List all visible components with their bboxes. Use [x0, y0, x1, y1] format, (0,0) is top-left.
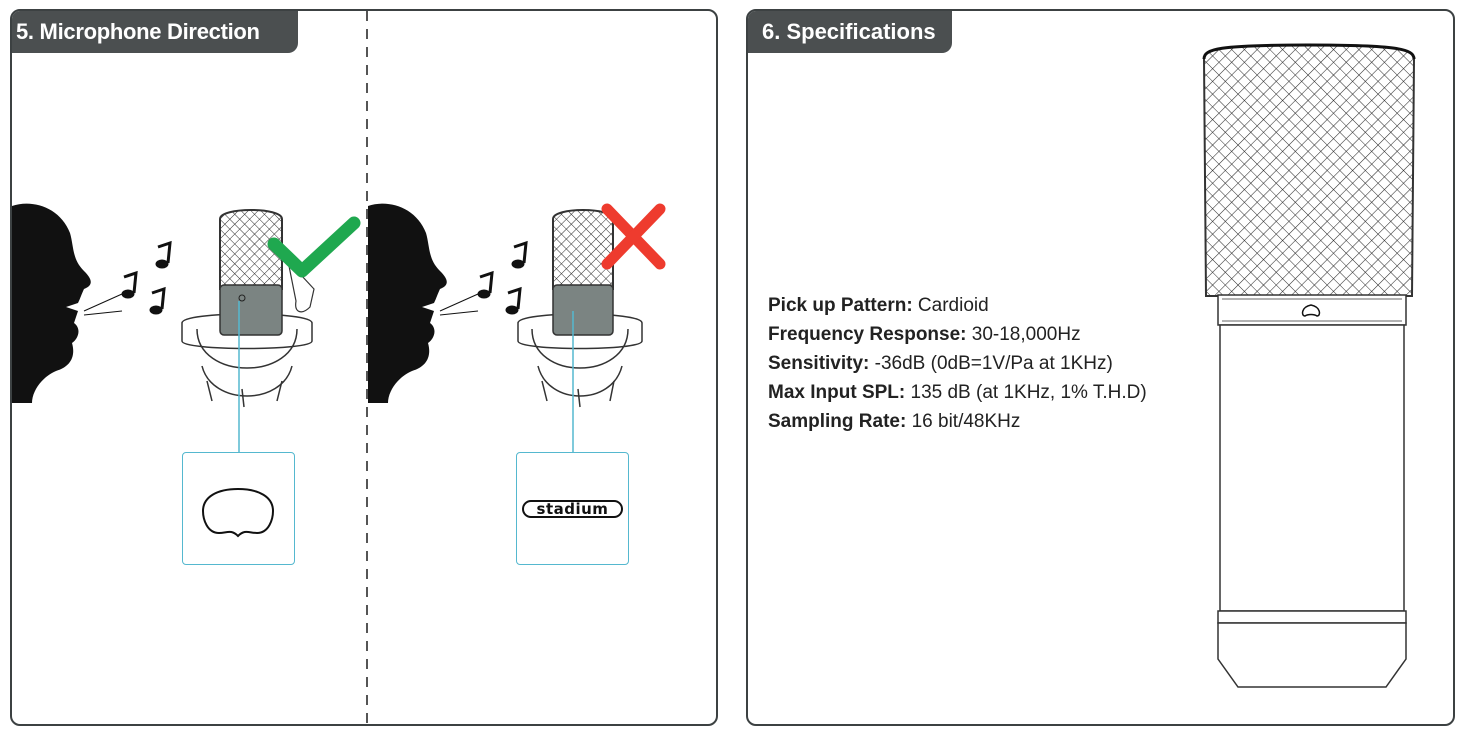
spec-sensitivity: Sensitivity: -36dB (0dB=1V/Pa at 1KHz): [768, 353, 1113, 374]
section-title-microphone-direction: 5. Microphone Direction: [12, 11, 298, 53]
spec-list: Pick up Pattern: Cardioid Frequency Resp…: [768, 291, 1147, 436]
sound-waves-icon: [83, 293, 123, 316]
spec-pickup-pattern: Pick up Pattern: Cardioid: [768, 295, 989, 316]
music-notes-icon: [121, 240, 172, 315]
head-silhouette-icon: [12, 203, 91, 403]
cross-icon: [601, 203, 666, 270]
microphone-direction-illustration: [12, 11, 666, 724]
specifications-panel: 6. Specifications Pick up Pattern: Cardi…: [746, 9, 1455, 726]
microphone-base: [1217, 622, 1407, 688]
head-silhouette-icon: [368, 203, 447, 403]
cardioid-pattern-box: [182, 452, 295, 565]
microphone-grille: [1202, 43, 1416, 297]
microphone-direction-panel: stadium 5. Microphone Direction: [10, 9, 718, 726]
shock-mount-icon: [181, 313, 313, 408]
spec-frequency-response: Frequency Response: 30-18,000Hz: [768, 324, 1081, 345]
stadium-logo: stadium: [522, 500, 623, 518]
spec-sampling-rate: Sampling Rate: 16 bit/48KHz: [768, 411, 1021, 432]
checkmark-icon: [267, 216, 361, 278]
microphone-body: [1219, 324, 1405, 612]
microphone-icon: [219, 209, 315, 336]
music-notes-icon: [477, 240, 528, 315]
cardioid-pattern-icon: [201, 487, 275, 538]
spec-max-input-spl: Max Input SPL: 135 dB (at 1KHz, 1% T.H.D…: [768, 382, 1147, 403]
stadium-pattern-box: stadium: [516, 452, 629, 565]
shock-mount-icon: [517, 313, 643, 408]
microphone-collar: [1217, 294, 1407, 326]
sound-waves-icon: [439, 293, 479, 316]
section-title-specifications: 6. Specifications: [748, 11, 952, 53]
microphone-side-icon: [552, 209, 614, 336]
cardioid-mark-icon: [1301, 304, 1321, 317]
